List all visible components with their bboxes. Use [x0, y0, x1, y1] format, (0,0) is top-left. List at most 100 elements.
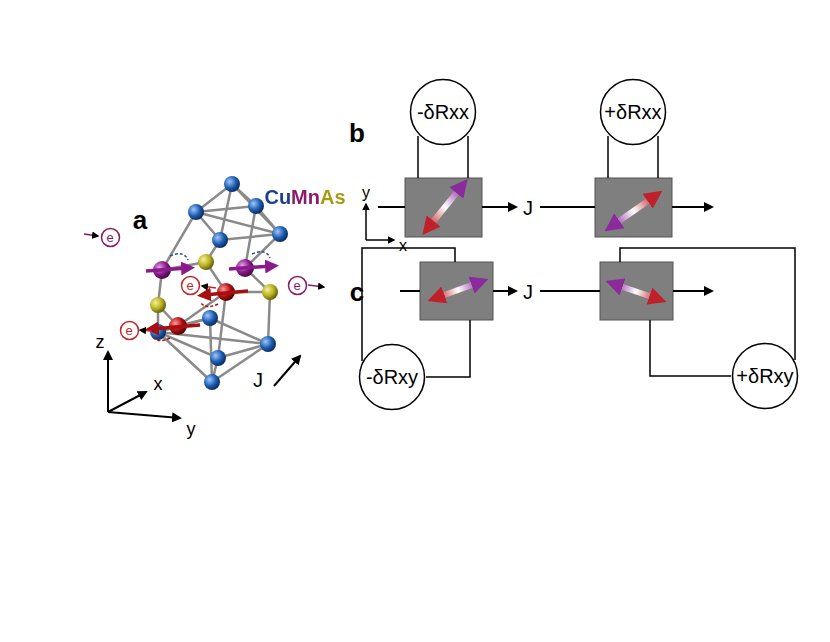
electron-arrows: [84, 234, 324, 331]
current-leads: [378, 207, 712, 291]
device-bars: [405, 178, 673, 320]
axis-line: [366, 239, 394, 241]
node-text: -δRxx: [417, 102, 469, 122]
neel-arrow: [612, 196, 655, 226]
circle-shape: [288, 276, 306, 294]
device-bar: [405, 178, 482, 237]
device-bar: [420, 262, 493, 320]
lead-line: [378, 206, 405, 208]
current-arrow: [274, 356, 300, 386]
probe-wire: [650, 320, 731, 376]
circle-shape: [733, 344, 798, 409]
neel-arrows: [428, 186, 658, 299]
circle-shape: [120, 321, 138, 339]
electron-circle: e: [180, 275, 201, 296]
axes: [366, 204, 394, 240]
axis-label: x: [154, 375, 163, 393]
electron-circle: e: [100, 227, 121, 248]
meter-circle: -δRxx: [409, 78, 477, 146]
spin-arrow: [152, 325, 200, 329]
electron-arrow: [84, 234, 98, 236]
axis-label: y: [187, 420, 196, 438]
probe-wire: [426, 320, 470, 377]
current-arrow: [482, 206, 516, 208]
circle-shape: [101, 228, 119, 246]
lead-line: [540, 206, 595, 208]
probe-wire: [467, 136, 469, 178]
neel-arrow: [436, 282, 480, 298]
current-arrow: [672, 206, 712, 208]
electron-arrow: [202, 286, 216, 288]
node-text: e: [186, 279, 193, 292]
spin-arrow: [229, 266, 272, 269]
circle-shape: [360, 345, 425, 410]
meter-circle: +δRxy: [731, 342, 799, 410]
torque-arc: [152, 336, 170, 341]
cell-edge: [245, 234, 280, 344]
electron-arrow: [308, 285, 324, 287]
lead-line: [540, 290, 600, 292]
axis-line: [107, 352, 109, 412]
spin-arrow: [146, 268, 188, 271]
torque-arc: [200, 302, 218, 307]
torque-arc: [170, 254, 188, 260]
neel-arrow: [614, 284, 658, 299]
electron-arrow: [140, 330, 152, 331]
cu-atom: [210, 350, 226, 366]
node-text: e: [125, 324, 132, 337]
axis-label: b: [349, 120, 365, 146]
electron-circle: e: [287, 275, 308, 296]
cu-atom: [272, 226, 288, 242]
circle-shape: [411, 80, 476, 145]
as-atom: [150, 297, 166, 313]
circle-shape: [181, 276, 199, 294]
probe-wire: [417, 136, 419, 178]
cu-atom: [188, 204, 204, 220]
probe-wire: [607, 136, 609, 178]
axis-label: y: [362, 185, 370, 201]
neel-arrow: [428, 186, 462, 228]
meter-circle: -δRxy: [358, 343, 426, 411]
cu-atom: [248, 198, 264, 214]
spin-arrows: [146, 266, 272, 329]
spin-arrow: [204, 291, 248, 295]
probe-wire: [657, 136, 659, 178]
device-bar: [600, 262, 673, 320]
axis-label: c: [350, 279, 364, 305]
material-name: CuMnAs: [264, 187, 345, 207]
probe-wires: [362, 136, 795, 377]
torque-arc: [252, 252, 270, 258]
cu-atom: [212, 232, 228, 248]
node-text: e: [293, 279, 300, 292]
as-atom: [198, 254, 214, 270]
axis-label: a: [133, 207, 147, 233]
axis-label: x: [399, 238, 407, 254]
current-arrow: [493, 290, 516, 292]
circle-shape: [601, 80, 666, 145]
node-text: +δRxy: [736, 366, 793, 386]
bond-lines: [158, 184, 280, 382]
probe-wire: [362, 248, 455, 361]
axis-label: z: [96, 333, 105, 351]
node-text: +δRxx: [604, 102, 661, 122]
node-text: e: [106, 231, 113, 244]
cu-atom: [204, 374, 220, 390]
electron-circle: e: [119, 320, 140, 341]
device-bar: [595, 178, 672, 237]
meter-circle: +δRxx: [599, 78, 667, 146]
axis-label: J: [523, 198, 533, 218]
lead-line: [400, 290, 420, 292]
node-text: -δRxy: [366, 367, 418, 387]
cu-atom: [202, 310, 218, 326]
axes: [108, 352, 300, 418]
axis-label: J: [523, 282, 533, 302]
axis-line: [108, 392, 146, 412]
cu-atom: [260, 336, 276, 352]
axis-line: [365, 204, 367, 240]
atoms: [150, 176, 288, 390]
axis-label: J: [253, 370, 263, 390]
current-arrow: [673, 290, 712, 292]
as-atom: [262, 284, 278, 300]
axis-line: [108, 412, 180, 418]
